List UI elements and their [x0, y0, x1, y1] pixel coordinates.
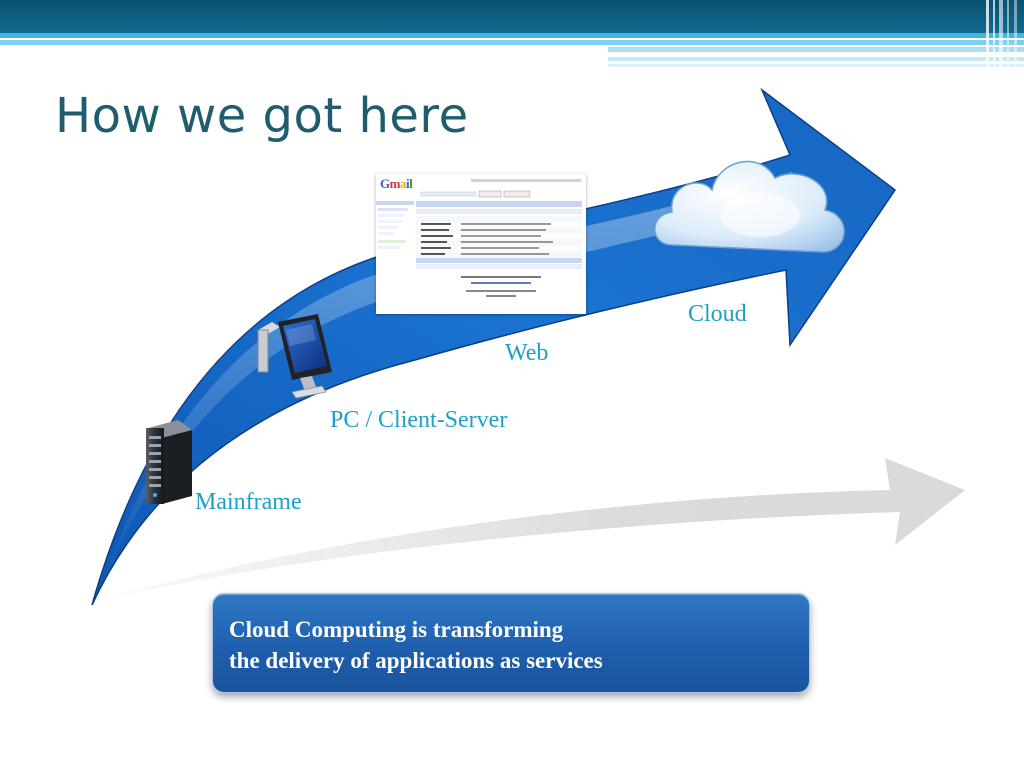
- gmail-logo-icon: Gmail: [380, 176, 413, 191]
- desktop-pc-icon: [257, 314, 332, 399]
- stage-label-web: Web: [505, 340, 549, 366]
- arrow-shadow: [100, 458, 965, 600]
- server-icon: [146, 420, 192, 504]
- header-band: [0, 0, 1024, 70]
- cloud-icon: [654, 160, 845, 253]
- stage-label-pc-client-server: PC / Client-Server: [330, 407, 508, 433]
- callout-line-2: the delivery of applications as services: [229, 648, 603, 673]
- web-mail-screenshot: Gmail: [376, 174, 586, 314]
- callout-box: Cloud Computing is transforming the deli…: [212, 593, 810, 693]
- slide-title: How we got here: [55, 88, 469, 144]
- stage-label-cloud: Cloud: [688, 301, 747, 327]
- web-mail-screenshot-body: [376, 179, 583, 297]
- stage-label-mainframe: Mainframe: [195, 489, 302, 515]
- callout-line-1: Cloud Computing is transforming: [229, 617, 564, 642]
